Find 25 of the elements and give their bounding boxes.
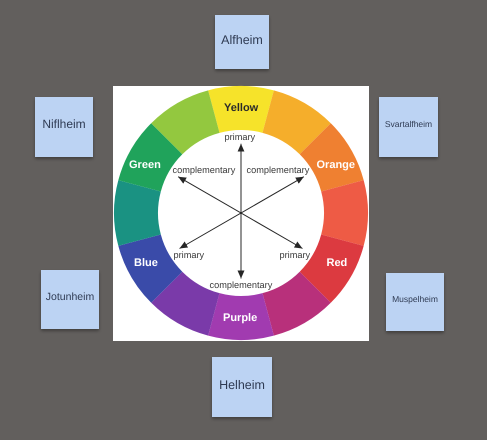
segment-label: Yellow [224,102,258,114]
sticky-note [379,97,438,157]
note-text: Niflheim [42,118,86,132]
note-text: Muspelheim [392,295,438,305]
arrow-label: primary [224,130,256,144]
note-text: Helheim [219,378,265,392]
sticky-note [386,273,444,331]
note-text: Alfheim [221,32,263,48]
segment-label: Blue [134,258,158,268]
double-arrow [238,143,244,279]
segment-label: Red [326,258,348,268]
sticky-note [212,357,272,417]
sticky-note [35,97,93,157]
arrow-label: primary [278,248,312,262]
note-text: Jotunheim [46,291,94,304]
arrow-label: complementary [246,164,310,177]
segment-label: Green [129,160,161,170]
arrow-label: complementary [208,278,274,292]
sticky-note [41,270,99,329]
segment-label: Purple [223,312,258,324]
arrow-label: complementary [172,164,236,177]
sticky-note [215,15,269,69]
segment-label: Orange [316,160,356,170]
note-text: Svartalfheim [384,120,432,130]
arrow-label: primary [172,248,206,262]
